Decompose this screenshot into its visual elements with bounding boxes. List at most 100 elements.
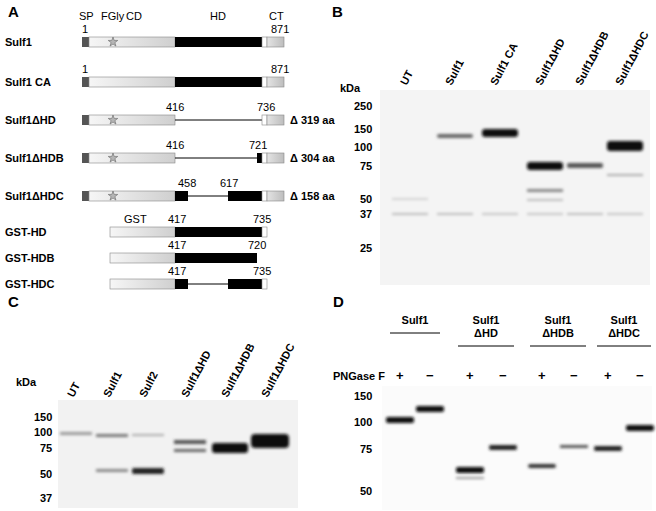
western-blot-part-part xyxy=(392,213,428,215)
lane-label: Sulf1 CA xyxy=(488,41,520,87)
construct-bar-part xyxy=(267,115,284,125)
residue-number: 1 xyxy=(82,23,88,35)
domain-label: FGly xyxy=(101,10,124,22)
construct-bar-part xyxy=(89,37,175,47)
construct-bar-part xyxy=(175,191,188,201)
treatment-sign: − xyxy=(570,370,578,382)
lane-label: Sulf1ΔHDC xyxy=(613,29,651,86)
western-blot-part-part xyxy=(489,445,517,450)
lane-label: Sulf2 xyxy=(137,369,160,398)
domain-label: GST xyxy=(124,213,147,225)
construct-bar-part xyxy=(89,153,175,163)
western-blot-part-part xyxy=(527,162,563,170)
residue-number: 417 xyxy=(168,239,186,251)
construct-bar-part xyxy=(82,77,89,87)
western-blot-part-part xyxy=(607,141,643,151)
construct-bar-part xyxy=(82,115,89,125)
construct-bar-part xyxy=(228,191,262,201)
treatment-sign: − xyxy=(636,370,644,382)
lane-group-label: Sulf1 ΔHDB xyxy=(535,314,581,340)
lane-group-line-part xyxy=(390,333,440,334)
fusion-bar-part xyxy=(262,279,267,289)
construct-bar-part xyxy=(267,77,284,87)
construct-bar xyxy=(82,77,284,87)
residue-number: 735 xyxy=(253,213,271,225)
fusion-bar xyxy=(110,227,267,237)
western-blot-part-part xyxy=(132,468,164,474)
western-blot-part xyxy=(60,432,289,474)
treatment-sign: + xyxy=(396,370,404,382)
western-blot-part-part xyxy=(132,434,164,436)
fusion-bar-part xyxy=(110,227,175,237)
western-blot-part-part xyxy=(527,189,563,192)
marker-size: 150 xyxy=(34,411,52,423)
fgly-star xyxy=(108,37,118,46)
construct-bar-part xyxy=(175,120,262,121)
lane-label: Sulf1ΔHD xyxy=(179,348,213,398)
lane-group-line-part xyxy=(458,346,514,347)
construct-bar-part xyxy=(267,37,284,47)
lane-label: Sulf1 xyxy=(101,369,124,398)
marker-size: 75 xyxy=(40,442,52,454)
marker-size: 50 xyxy=(360,193,372,205)
residue-number: 736 xyxy=(257,101,275,113)
construct-name: Sulf1 xyxy=(5,36,32,48)
panel-letter: A xyxy=(8,6,19,18)
construct-name: Sulf1ΔHD xyxy=(5,114,56,126)
fusion-bar-part xyxy=(228,279,262,289)
domain-label: CD xyxy=(126,10,142,22)
lane-label: UT xyxy=(65,380,82,399)
lane-label: Sulf1ΔHD xyxy=(533,36,567,86)
western-blot-part-part xyxy=(527,199,563,201)
western-blot-part-part xyxy=(416,406,444,412)
panel-letter: D xyxy=(333,296,344,308)
marker-size: 75 xyxy=(360,160,372,172)
western-blot-part-part xyxy=(607,213,643,215)
western-blot-part-part xyxy=(251,434,289,448)
western-blot-part-part xyxy=(60,432,92,435)
western-blot-part-part xyxy=(392,198,428,200)
construct-bar-part xyxy=(267,191,284,201)
residue-number: 721 xyxy=(249,139,267,151)
lane-group-label: Sulf1 ΔHD xyxy=(463,314,509,340)
marker-size: 150 xyxy=(354,123,372,135)
construct-bar-part xyxy=(175,77,262,87)
construct-bar-part xyxy=(89,191,175,201)
fgly-star xyxy=(108,153,118,162)
western-blot-part xyxy=(382,386,652,510)
western-blot-part-part xyxy=(482,129,518,137)
construct-bar-part xyxy=(175,158,257,159)
fusion-bar-part xyxy=(175,279,188,289)
residue-number: 458 xyxy=(178,177,196,189)
western-blot-part-part xyxy=(386,417,414,423)
axis-unit: kDa xyxy=(16,376,36,388)
panel-letter: C xyxy=(8,296,19,308)
western-blot xyxy=(380,90,650,285)
construct-bar-part xyxy=(82,37,89,47)
construct-bar xyxy=(82,37,284,47)
residue-number: 416 xyxy=(166,139,184,151)
marker-size: 75 xyxy=(360,443,372,455)
fgly-star xyxy=(108,191,118,200)
fusion-bar-part xyxy=(175,227,262,237)
construct-bar-part xyxy=(82,191,89,201)
construct-name: Sulf1ΔHDC xyxy=(5,190,64,202)
fgly-star xyxy=(108,115,118,124)
construct-bar-part xyxy=(262,153,267,163)
lane-label: UT xyxy=(398,68,415,87)
construct-bar-part xyxy=(89,77,175,87)
domain-label: SP xyxy=(79,10,94,22)
fusion-bar xyxy=(110,253,257,263)
western-blot-part-part xyxy=(437,213,473,215)
marker-size: 100 xyxy=(354,141,372,153)
lane-group-line-part xyxy=(530,346,586,347)
western-blot-part-part xyxy=(567,163,603,168)
western-blot-part-part xyxy=(607,174,643,176)
construct-name: GST-HDC xyxy=(5,278,55,290)
treatment-sign: + xyxy=(466,370,474,382)
treatment-sign: + xyxy=(538,370,546,382)
western-blot-part-part xyxy=(212,443,248,453)
western-blot-part-part xyxy=(527,213,563,215)
